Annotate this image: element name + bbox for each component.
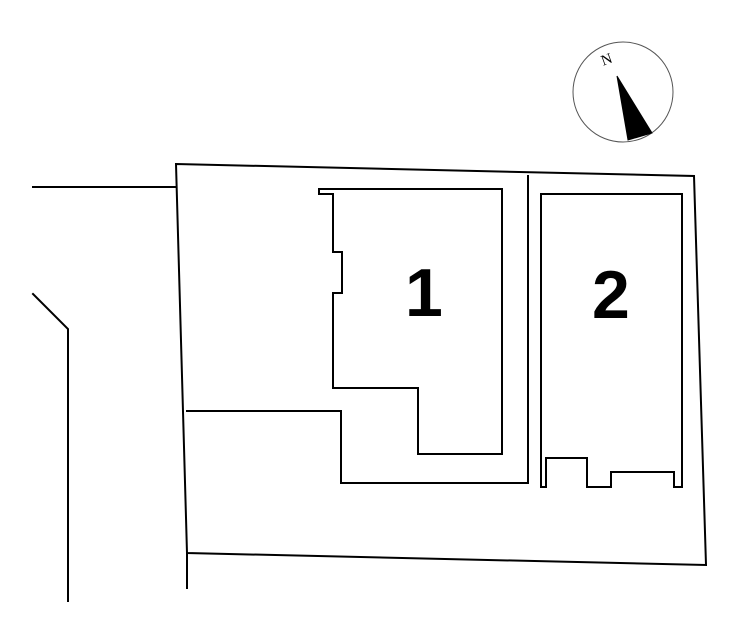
north-label: N	[599, 51, 615, 70]
north-arrow-icon	[616, 75, 653, 141]
building-lot-2	[540, 193, 683, 488]
compass: N	[572, 41, 674, 143]
lot-label-1: 1	[405, 255, 443, 331]
road-left-edge	[31, 292, 69, 602]
building-lot-1	[318, 188, 503, 455]
site-boundary	[174, 162, 708, 567]
road	[31, 186, 177, 602]
lot-1-boundary	[186, 175, 529, 484]
lot-label-2: 2	[592, 257, 630, 333]
